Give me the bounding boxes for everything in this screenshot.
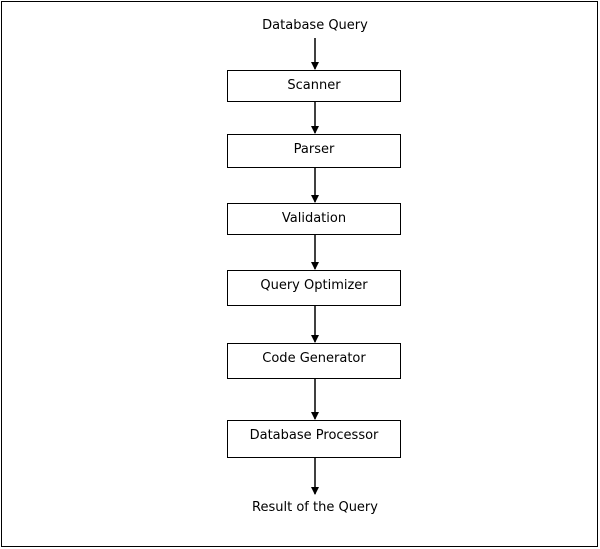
step-label: Parser (293, 142, 335, 157)
end-label: Result of the Query (252, 500, 378, 515)
step-label: Database Processor (249, 428, 379, 443)
step-code-generator: Code Generator (227, 343, 401, 379)
step-label: Code Generator (262, 351, 366, 366)
step-label: Validation (281, 211, 347, 226)
step-label: Query Optimizer (260, 278, 368, 293)
step-parser: Parser (227, 134, 401, 168)
step-database-processor: Database Processor (227, 420, 401, 458)
step-query-optimizer: Query Optimizer (227, 270, 401, 306)
start-label: Database Query (262, 18, 368, 33)
step-scanner: Scanner (227, 70, 401, 102)
step-label: Scanner (287, 78, 341, 93)
step-validation: Validation (227, 203, 401, 235)
